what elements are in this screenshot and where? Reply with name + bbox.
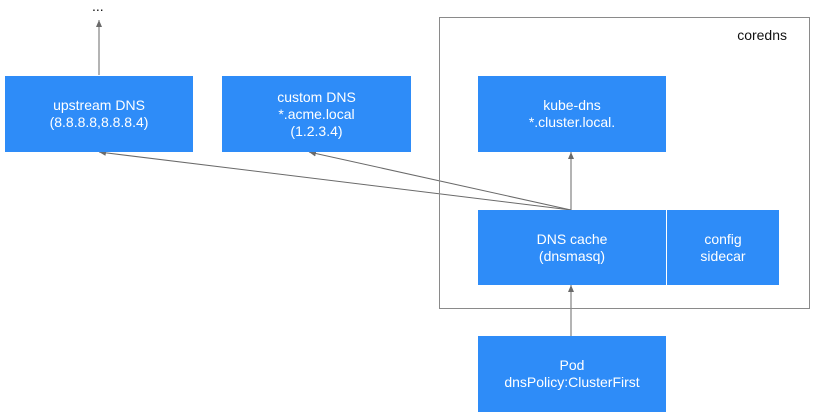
pod-box: Pod dnsPolicy:ClusterFirst [478,336,666,412]
dns-cache-subtitle: (dnsmasq) [538,247,606,264]
upstream-dns-title: upstream DNS [53,97,145,113]
custom-dns-address: (1.2.3.4) [290,122,343,139]
kube-dns-domain: *.cluster.local. [528,114,616,130]
coredns-frame: coredns [439,17,810,309]
dns-cache-box: DNS cache (dnsmasq) [478,210,666,285]
arrow-cache-to-custom [308,150,572,211]
ellipsis-label: ... [92,0,104,14]
pod-dns-policy: dnsPolicy:ClusterFirst [504,374,640,390]
coredns-label: coredns [737,27,787,43]
dns-cache-title: DNS cache [536,230,608,247]
upstream-dns-box: upstream DNS (8.8.8.8,8.8.8.4) [5,76,193,152]
custom-dns-domain: *.acme.local [278,105,355,122]
custom-dns-title: custom DNS [277,88,356,105]
kube-dns-title: kube-dns [543,97,601,113]
kube-dns-box: kube-dns *.cluster.local. [478,76,666,152]
custom-dns-box: custom DNS *.acme.local (1.2.3.4) [222,76,411,152]
arrow-cache-to-upstream [98,149,572,211]
config-sidecar-line2: sidecar [700,247,746,264]
pod-title: Pod [559,357,585,373]
upstream-dns-addresses: (8.8.8.8,8.8.8.4) [49,114,149,130]
config-sidecar-box: config sidecar [667,210,779,285]
config-sidecar-line1: config [704,230,742,247]
